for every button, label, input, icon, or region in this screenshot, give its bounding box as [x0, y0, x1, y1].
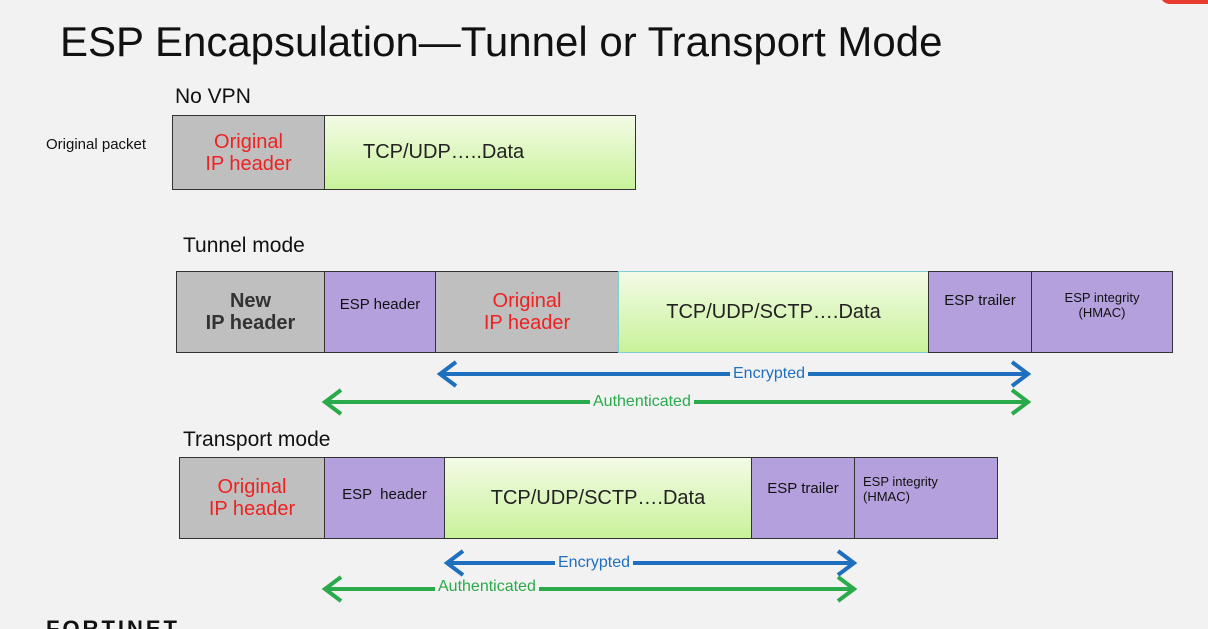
- transport-original-ip-header: Original IP header: [179, 457, 325, 539]
- transport-esp-integrity-text: ESP integrity (HMAC): [863, 474, 938, 504]
- transport-data: TCP/UDP/SCTP….Data: [444, 457, 752, 539]
- tunnel-esp-integrity: ESP integrity (HMAC): [1031, 271, 1173, 353]
- slide-title: ESP Encapsulation—Tunnel or Transport Mo…: [60, 18, 943, 65]
- tunnel-esp-header: ESP header: [324, 271, 436, 353]
- transport-original-ip-header-text: Original IP header: [208, 476, 296, 520]
- transport-encrypted-label: Encrypted: [555, 554, 634, 572]
- transport-esp-header: ESP header: [324, 457, 445, 539]
- tunnel-esp-trailer: ESP trailer: [928, 271, 1032, 353]
- transport-esp-trailer-text: ESP trailer: [767, 480, 839, 497]
- transport-encrypted-double-arrow-icon: [443, 549, 858, 577]
- fortinet-logo: FORTINET: [46, 618, 196, 629]
- tunnel-original-ip-header-text: Original IP header: [483, 290, 571, 334]
- transport-data-text: TCP/UDP/SCTP….Data: [490, 486, 706, 509]
- novpn-data-text: TCP/UDP…..Data: [363, 141, 525, 163]
- original-packet-label: Original packet: [46, 136, 147, 153]
- tunnel-data: TCP/UDP/SCTP….Data: [618, 271, 929, 353]
- tunnel-encrypted-label: Encrypted: [730, 365, 809, 383]
- fortinet-logo-text: FORTINET: [46, 618, 196, 629]
- tunnel-authenticated-label: Authenticated: [590, 393, 694, 411]
- transport-esp-header-text: ESP header: [342, 486, 427, 503]
- tunnel-esp-header-text: ESP header: [339, 296, 421, 313]
- brand-corner-tab: [1160, 0, 1208, 4]
- transport-mode-heading: Transport mode: [183, 428, 331, 451]
- novpn-original-ip-header-text: Original IP header: [205, 130, 292, 175]
- tunnel-esp-integrity-text: ESP integrity (HMAC): [1064, 290, 1140, 320]
- transport-authenticated-label: Authenticated: [435, 578, 539, 596]
- transport-authenticated-double-arrow-icon: [321, 575, 858, 603]
- tunnel-new-ip-header-text: New IP header: [205, 290, 296, 334]
- no-vpn-heading: No VPN: [175, 85, 251, 108]
- novpn-data: TCP/UDP…..Data: [324, 115, 636, 190]
- tunnel-data-text: TCP/UDP/SCTP….Data: [666, 300, 881, 323]
- tunnel-esp-trailer-text: ESP trailer: [944, 292, 1016, 309]
- tunnel-mode-heading: Tunnel mode: [183, 234, 305, 257]
- tunnel-new-ip-header: New IP header: [176, 271, 325, 353]
- transport-esp-integrity: ESP integrity (HMAC): [854, 457, 998, 539]
- tunnel-original-ip-header: Original IP header: [435, 271, 619, 353]
- transport-esp-trailer: ESP trailer: [751, 457, 855, 539]
